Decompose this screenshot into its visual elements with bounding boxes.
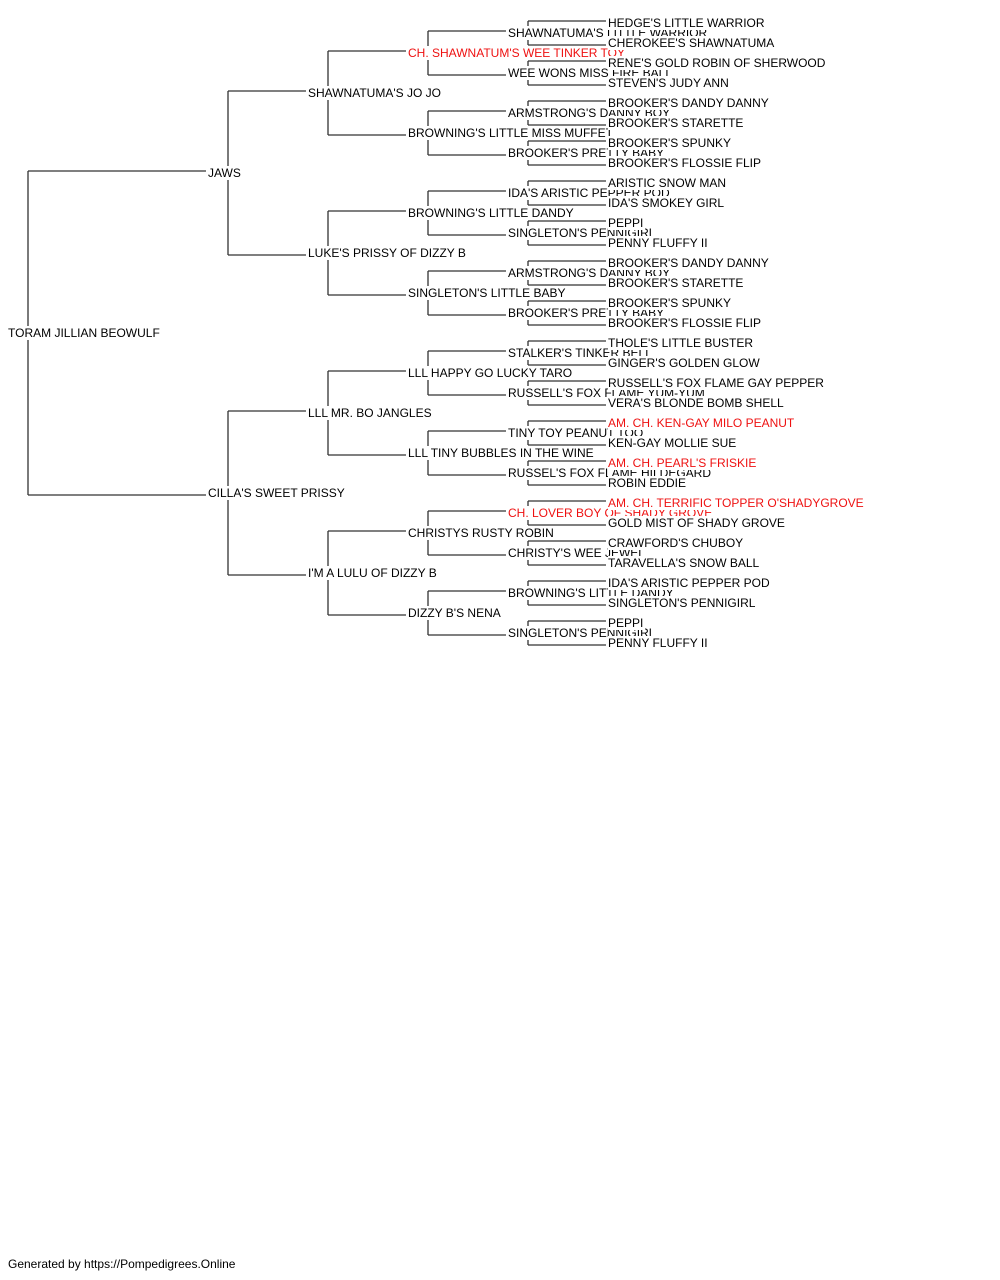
ancestor-name-thole-s-little-buster: THOLE'S LITTLE BUSTER xyxy=(608,336,755,350)
ancestor-name-ida-s-aristic-pepper-pod: IDA'S ARISTIC PEPPER POD xyxy=(608,576,772,590)
ancestor-name-cilla-s-sweet-prissy: CILLA'S SWEET PRISSY xyxy=(208,486,347,500)
ancestor-name-cherokee-s-shawnatuma: CHEROKEE'S SHAWNATUMA xyxy=(608,36,777,50)
ancestor-name-singleton-s-little-baby: SINGLETON'S LITTLE BABY xyxy=(408,286,568,300)
ancestor-name-brooker-s-spunky: BROOKER'S SPUNKY xyxy=(608,136,733,150)
ancestor-name-am-ch-pearl-s-friskie: AM. CH. PEARL'S FRISKIE xyxy=(608,456,759,470)
ancestor-name-christys-rusty-robin: CHRISTYS RUSTY ROBIN xyxy=(408,526,556,540)
ancestor-name-am-ch-ken-gay-milo-peanut: AM. CH. KEN-GAY MILO PEANUT xyxy=(608,416,797,430)
ancestor-name-brooker-s-dandy-danny: BROOKER'S DANDY DANNY xyxy=(608,256,771,270)
ancestor-name-penny-fluffy-ii: PENNY FLUFFY II xyxy=(608,636,710,650)
ancestor-name-brooker-s-flossie-flip: BROOKER'S FLOSSIE FLIP xyxy=(608,316,763,330)
ancestor-name-ida-s-smokey-girl: IDA'S SMOKEY GIRL xyxy=(608,196,727,210)
ancestor-name-brooker-s-flossie-flip: BROOKER'S FLOSSIE FLIP xyxy=(608,156,763,170)
ancestor-name-brooker-s-dandy-danny: BROOKER'S DANDY DANNY xyxy=(608,96,771,110)
subject-dog-name-toram-jillian-beowulf: TORAM JILLIAN BEOWULF xyxy=(8,326,162,340)
ancestor-name-steven-s-judy-ann: STEVEN'S JUDY ANN xyxy=(608,76,731,90)
ancestor-name-dizzy-b-s-nena: DIZZY B'S NENA xyxy=(408,606,503,620)
ancestor-name-jaws: JAWS xyxy=(208,166,243,180)
ancestor-name-luke-s-prissy-of-dizzy-b: LUKE'S PRISSY OF DIZZY B xyxy=(308,246,468,260)
ancestor-name-gold-mist-of-shady-grove: GOLD MIST OF SHADY GROVE xyxy=(608,516,787,530)
ancestor-name-i-m-a-lulu-of-dizzy-b: I'M A LULU OF DIZZY B xyxy=(308,566,439,580)
ancestor-name-ginger-s-golden-glow: GINGER'S GOLDEN GLOW xyxy=(608,356,762,370)
ancestor-name-lll-mr-bo-jangles: LLL MR. BO JANGLES xyxy=(308,406,434,420)
ancestor-name-am-ch-terrific-topper-o-shadygrove: AM. CH. TERRIFIC TOPPER O'SHADYGROVE xyxy=(608,496,866,510)
ancestor-name-ch-shawnatum-s-wee-tinker-toy: CH. SHAWNATUM'S WEE TINKER TOY xyxy=(408,46,627,60)
ancestor-name-ken-gay-mollie-sue: KEN-GAY MOLLIE SUE xyxy=(608,436,739,450)
ancestor-name-lll-tiny-bubbles-in-the-wine: LLL TINY BUBBLES IN THE WINE xyxy=(408,446,596,460)
ancestor-name-browning-s-little-miss-muffet: BROWNING'S LITTLE MISS MUFFET xyxy=(408,126,615,140)
ancestor-name-hedge-s-little-warrior: HEDGE'S LITTLE WARRIOR xyxy=(608,16,767,30)
ancestor-name-brooker-s-spunky: BROOKER'S SPUNKY xyxy=(608,296,733,310)
ancestor-name-peppi: PEPPI xyxy=(608,616,646,630)
ancestor-name-browning-s-little-dandy: BROWNING'S LITTLE DANDY xyxy=(408,206,576,220)
ancestor-name-robin-eddie: ROBIN EDDIE xyxy=(608,476,689,490)
ancestor-name-brooker-s-starette: BROOKER'S STARETTE xyxy=(608,276,746,290)
ancestor-name-brooker-s-starette: BROOKER'S STARETTE xyxy=(608,116,746,130)
ancestor-name-shawnatuma-s-jo-jo: SHAWNATUMA'S JO JO xyxy=(308,86,443,100)
ancestor-name-singleton-s-pennigirl: SINGLETON'S PENNIGIRL xyxy=(608,596,758,610)
footer-credit: Generated by https://Pompedigrees.Online xyxy=(8,1257,236,1271)
ancestor-name-lll-happy-go-lucky-taro: LLL HAPPY GO LUCKY TARO xyxy=(408,366,575,380)
ancestor-name-taravella-s-snow-ball: TARAVELLA'S SNOW BALL xyxy=(608,556,762,570)
ancestor-name-russell-s-fox-flame-gay-pepper: RUSSELL'S FOX FLAME GAY PEPPER xyxy=(608,376,826,390)
ancestor-name-peppi: PEPPI xyxy=(608,216,646,230)
ancestor-name-penny-fluffy-ii: PENNY FLUFFY II xyxy=(608,236,710,250)
ancestor-name-crawford-s-chuboy: CRAWFORD'S CHUBOY xyxy=(608,536,746,550)
ancestor-name-vera-s-blonde-bomb-shell: VERA'S BLONDE BOMB SHELL xyxy=(608,396,786,410)
ancestor-name-rene-s-gold-robin-of-sherwood: RENE'S GOLD ROBIN OF SHERWOOD xyxy=(608,56,828,70)
ancestor-name-aristic-snow-man: ARISTIC SNOW MAN xyxy=(608,176,729,190)
